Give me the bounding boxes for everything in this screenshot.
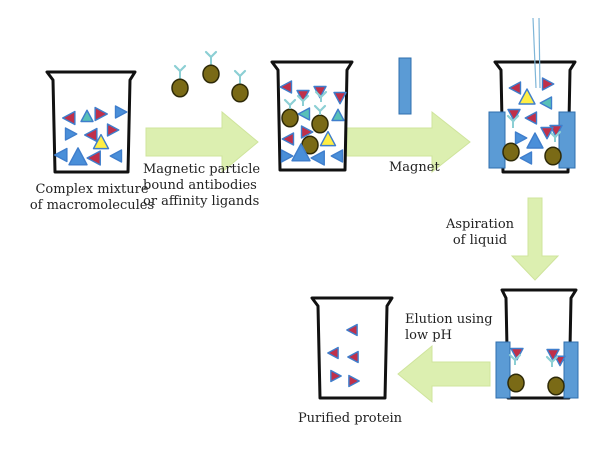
antibody-icon [314, 90, 328, 99]
protein-triangle-core [350, 378, 356, 384]
protein-triangle [331, 108, 345, 122]
label-line: Elution using [405, 312, 493, 327]
protein-triangle-core [97, 111, 103, 117]
protein-triangle-core [286, 136, 292, 142]
protein-triangle [514, 131, 528, 145]
protein-triangle [539, 96, 553, 110]
label-purified-protein: Purified protein [280, 411, 420, 427]
label-line: Purified protein [297, 411, 403, 426]
protein-triangle-core [550, 351, 556, 357]
label-line: Aspiration [445, 217, 515, 232]
antibody-icon [506, 114, 520, 123]
protein-triangle-core [317, 88, 323, 94]
arrow-step1 [145, 110, 259, 174]
antibody-icon [313, 104, 327, 113]
protein-triangle-core [89, 132, 95, 138]
protein-triangle [291, 143, 311, 162]
magnetic-bead-icon [281, 108, 299, 128]
label-line: low pH [405, 328, 452, 343]
protein-triangle-core [284, 84, 290, 90]
protein-triangle-core [109, 127, 115, 133]
arrow-aspiration [510, 197, 560, 281]
magnetic-bead-icon [202, 64, 220, 84]
protein-triangle-core [351, 354, 357, 360]
label-magnet: Magnet [389, 160, 440, 176]
label-line: or affinity ligands [143, 194, 260, 209]
protein-triangle-core [544, 81, 550, 87]
protein-triangle [518, 88, 536, 105]
protein-triangle [92, 133, 110, 150]
label-line: Complex mixture [35, 182, 149, 197]
protein-triangle [526, 132, 544, 149]
protein-triangle-core [529, 115, 535, 121]
protein-triangle-core [337, 94, 343, 100]
protein-triangle [280, 149, 294, 163]
antibody-icon [233, 69, 247, 78]
protein-triangle [64, 127, 78, 141]
magnetic-bead-icon [544, 146, 562, 166]
protein-triangle-core [553, 127, 559, 133]
protein-triangle-core [350, 327, 356, 333]
label-magnetic-particle: Magnetic particle bound antibodies or af… [143, 162, 260, 210]
label-aspiration: Aspiration of liquid [440, 217, 520, 249]
protein-triangle [519, 151, 533, 165]
antibody-icon [548, 130, 562, 139]
antibody-icon [545, 355, 559, 364]
magnet-right [563, 341, 579, 399]
protein-triangle [330, 149, 344, 163]
magnet-right [558, 111, 576, 169]
arrow-step2 [346, 110, 471, 174]
antibody-icon [296, 94, 310, 103]
magnetic-bead-icon [507, 373, 525, 393]
protein-triangle-core [91, 154, 98, 162]
magnetic-bead-icon [171, 78, 189, 98]
magnetic-bead-icon [547, 376, 565, 396]
label-line: Magnet [389, 160, 440, 175]
protein-triangle-core [557, 357, 563, 363]
magnet-bar [398, 57, 412, 115]
magnetic-bead-icon [502, 142, 520, 162]
beaker-aspirated [495, 288, 579, 400]
antibody-icon [204, 50, 218, 59]
aspiration-tube-icon [532, 17, 541, 89]
magnetic-bead-icon [311, 114, 329, 134]
protein-triangle [319, 130, 337, 147]
label-elution: Elution using low pH [405, 312, 493, 344]
label-line: bound antibodies [143, 178, 257, 193]
protein-triangle-core [514, 350, 520, 356]
flow-arrows [145, 110, 560, 404]
label-line: Magnetic particle [143, 162, 261, 177]
protein-triangle [310, 150, 325, 166]
protein-triangle-core [513, 85, 519, 91]
protein-triangle-core [544, 129, 550, 135]
beaker-magnet [488, 17, 577, 174]
protein-triangle [297, 107, 311, 121]
protein-triangle [114, 105, 128, 119]
protein-triangle [109, 149, 123, 163]
label-line: of macromolecules [29, 198, 155, 213]
protein-triangle-core [303, 129, 309, 135]
protein-triangle-core [332, 373, 338, 379]
magnet-left [495, 341, 511, 399]
arrow-elution [397, 344, 491, 404]
magnetic-bead-icon [231, 83, 249, 103]
antibody-icon [283, 98, 297, 107]
magnet-left [488, 111, 506, 169]
antibody-icon [508, 353, 522, 362]
protein-triangle-core [300, 92, 306, 98]
molecules-layer [53, 50, 566, 396]
antibody-icon [173, 64, 187, 73]
protein-triangle-core [67, 115, 73, 121]
label-complex-mixture: Complex mixture of macromolecules [8, 182, 176, 214]
protein-triangle [53, 147, 68, 163]
protein-triangle [80, 109, 94, 123]
protein-triangle [68, 147, 88, 166]
label-line: of liquid [452, 233, 508, 248]
protein-triangle-core [331, 350, 337, 356]
protein-triangle-core [511, 111, 517, 117]
